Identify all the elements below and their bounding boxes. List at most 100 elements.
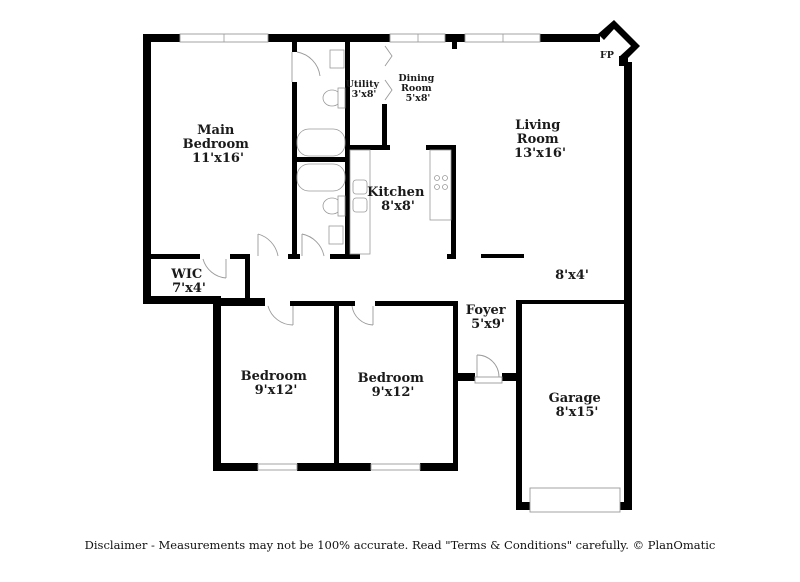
- window: [257, 463, 298, 471]
- wall: [481, 254, 524, 258]
- wall: [245, 254, 250, 300]
- room-size: 3'x8': [352, 89, 377, 100]
- wall: [334, 301, 339, 467]
- wall: [619, 56, 628, 66]
- room-size: 13'x16': [514, 146, 566, 161]
- wall: [453, 373, 475, 381]
- bifold-door: [384, 45, 393, 67]
- door-swing: [257, 233, 279, 257]
- wall: [268, 34, 396, 42]
- fixtures: [296, 49, 452, 255]
- room-name: Main: [197, 123, 235, 138]
- room-size: 9'x12': [255, 383, 298, 398]
- wall: [426, 145, 456, 150]
- wall: [452, 34, 457, 49]
- toilet-tank: [337, 195, 346, 217]
- room-label-bedroom-2: Bedroom 9'x12': [241, 369, 312, 398]
- wall: [624, 62, 632, 510]
- door-swing: [351, 305, 374, 326]
- door-swing: [476, 354, 500, 378]
- wall: [143, 254, 200, 259]
- room-size: 8'x8': [381, 199, 415, 214]
- wall: [290, 301, 355, 306]
- wall: [143, 34, 180, 42]
- door-swing: [296, 51, 321, 77]
- doors: [202, 45, 503, 384]
- room-name: Room: [401, 83, 432, 94]
- sink: [328, 225, 344, 245]
- wall: [451, 145, 456, 258]
- door-swing: [267, 305, 294, 326]
- room-label-main-bedroom: Main Bedroom 11'x16': [183, 123, 254, 166]
- room-label-utility: Utility 3'x8': [346, 79, 383, 100]
- room-label-hall: 8'x4': [555, 268, 589, 283]
- fireplace-label: FP: [600, 50, 614, 61]
- wall: [213, 298, 221, 471]
- room-name: Utility: [346, 79, 380, 90]
- wall: [213, 463, 258, 471]
- walls: [143, 20, 640, 510]
- wall: [620, 502, 632, 510]
- wall: [516, 300, 522, 510]
- burner: [434, 184, 440, 190]
- wall: [292, 42, 297, 52]
- sink: [329, 49, 345, 69]
- wall: [540, 34, 600, 42]
- door-swing: [202, 258, 227, 279]
- room-name: Living: [515, 118, 560, 133]
- bifold-door: [384, 79, 393, 101]
- room-name: Foyer: [466, 303, 506, 318]
- entry-threshold: [474, 376, 503, 384]
- window: [389, 33, 446, 43]
- room-name: Kitchen: [367, 185, 425, 200]
- wall: [375, 301, 458, 306]
- room-name: WIC: [170, 267, 202, 282]
- wall: [143, 34, 151, 302]
- room-label-living-room: Living Room 13'x16': [514, 118, 566, 161]
- room-size: 8'x15': [556, 405, 599, 420]
- room-label-bedroom-3: Bedroom 9'x12': [358, 371, 429, 400]
- toilet-tank: [337, 87, 346, 109]
- wall: [522, 300, 628, 304]
- disclaimer-text: Disclaimer - Measurements may not be 100…: [84, 538, 716, 552]
- room-size: 9'x12': [372, 385, 415, 400]
- room-size: 11'x16': [192, 151, 244, 166]
- room-name: Bedroom: [358, 371, 425, 386]
- kitchen-sink: [352, 197, 368, 213]
- bathtub: [296, 163, 346, 192]
- wall: [350, 145, 390, 150]
- garage-door: [529, 487, 621, 513]
- wall: [453, 301, 458, 471]
- room-name: Garage: [549, 391, 601, 406]
- wall: [420, 463, 458, 471]
- room-label-foyer: Foyer 5'x9': [466, 303, 510, 332]
- wall: [382, 104, 387, 150]
- wall: [447, 254, 456, 259]
- wall: [292, 82, 297, 258]
- room-size: 8'x4': [555, 268, 589, 283]
- wall: [502, 373, 522, 381]
- wall: [516, 502, 530, 510]
- room-name: Bedroom: [241, 369, 308, 384]
- door-swing: [301, 233, 325, 257]
- room-size: 5'x9': [471, 317, 505, 332]
- bathtub: [296, 128, 346, 157]
- wall: [143, 296, 221, 304]
- wall: [297, 157, 347, 162]
- room-name: Dining: [398, 73, 434, 84]
- window: [370, 463, 421, 471]
- room-name: Bedroom: [183, 137, 250, 152]
- burner: [442, 175, 448, 181]
- room-label-wic: WIC 7'x4': [170, 267, 207, 296]
- room-labels: Main Bedroom 11'x16' Utility 3'x8' Dinin…: [170, 50, 614, 420]
- windows: [179, 33, 621, 513]
- room-label-kitchen: Kitchen 8'x8': [367, 185, 429, 214]
- wall: [230, 254, 250, 259]
- wall: [297, 463, 371, 471]
- kitchen-sink: [352, 179, 368, 195]
- wall: [213, 298, 265, 306]
- wall: [345, 42, 350, 258]
- room-label-dining-room: Dining Room 5'x8': [398, 73, 437, 104]
- room-size: 7'x4': [172, 281, 206, 296]
